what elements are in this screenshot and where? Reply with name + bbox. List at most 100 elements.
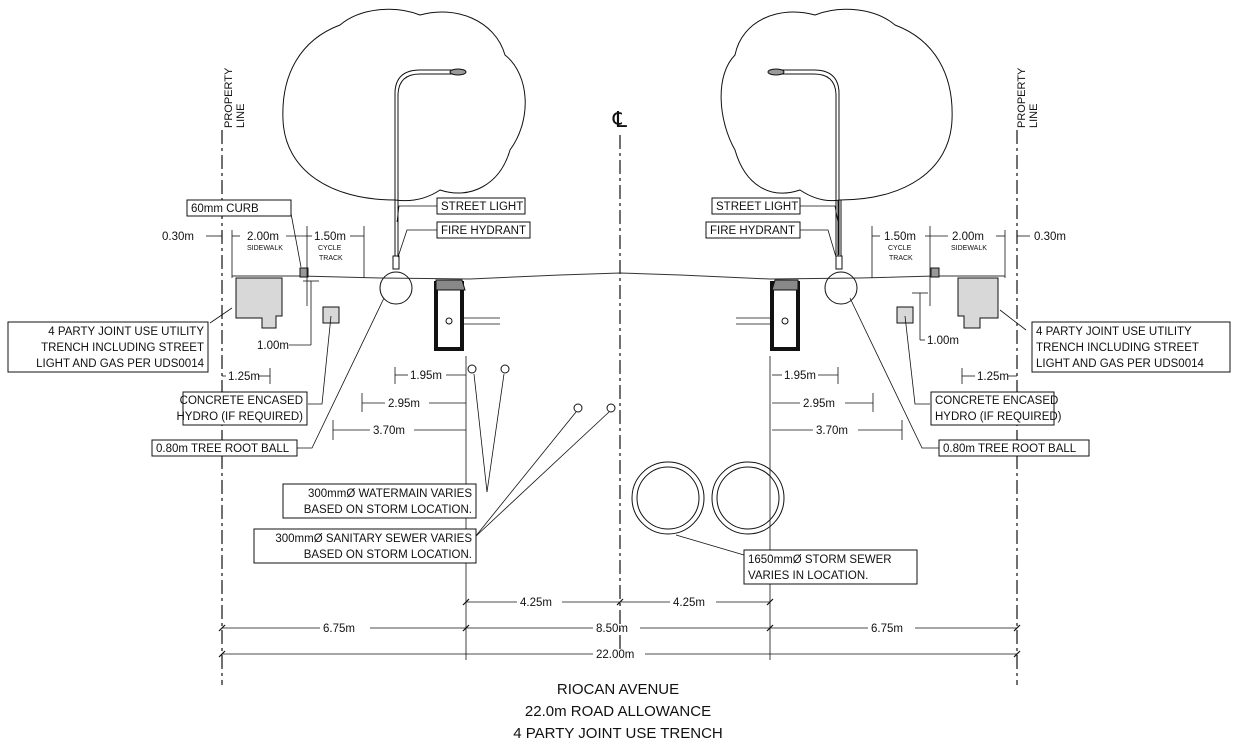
- title-street-name: RIOCAN AVENUE: [557, 681, 679, 698]
- svg-text:STREET LIGHT: STREET LIGHT: [441, 201, 523, 213]
- centerline-symbol: ℄: [612, 107, 628, 132]
- hydro-encasement-left: [322, 306, 340, 324]
- svg-text:0.80m TREE ROOT BALL: 0.80m TREE ROOT BALL: [156, 443, 290, 455]
- svg-text:TRENCH INCLUDING STREET: TRENCH INCLUDING STREET: [41, 342, 204, 354]
- callout-curb: 60mm CURB: [186, 199, 292, 217]
- utility-trench-right: [957, 277, 999, 329]
- svg-text:0.80m TREE ROOT BALL: 0.80m TREE ROOT BALL: [943, 443, 1077, 455]
- svg-text:BASED ON STORM LOCATION.: BASED ON STORM LOCATION.: [304, 549, 472, 561]
- tree-root-ball-right: [824, 271, 858, 305]
- svg-text:PROPERTY: PROPERTY: [223, 67, 235, 128]
- catch-basin-right: [736, 279, 800, 351]
- callout-hydro-left: CONCRETE ENCASED HYDRO (IF REQUIRED): [177, 391, 308, 426]
- svg-text:6.75m: 6.75m: [323, 623, 355, 635]
- svg-text:VARIES IN LOCATION.: VARIES IN LOCATION.: [748, 570, 868, 582]
- svg-text:4 PARTY JOINT USE UTILITY: 4 PARTY JOINT USE UTILITY: [1036, 326, 1192, 338]
- hydro-encasement-right: [896, 306, 914, 324]
- svg-text:0.30m: 0.30m: [1034, 231, 1066, 243]
- svg-text:2.95m: 2.95m: [803, 398, 835, 410]
- svg-text:4 PARTY JOINT USE UTILITY: 4 PARTY JOINT USE UTILITY: [48, 326, 204, 338]
- svg-text:22.00m: 22.00m: [596, 649, 634, 661]
- fire-hydrant-left: [392, 255, 400, 270]
- svg-text:3.70m: 3.70m: [373, 425, 405, 437]
- callout-watermain: 300mmØ WATERMAIN VARIES BASED ON STORM L…: [282, 483, 477, 519]
- storm-sewer-pipe-1: [631, 461, 705, 535]
- svg-text:HYDRO (IF REQUIRED): HYDRO (IF REQUIRED): [177, 411, 304, 423]
- svg-text:LIGHT AND GAS PER UDS0014: LIGHT AND GAS PER UDS0014: [1036, 358, 1204, 370]
- svg-text:FIRE HYDRANT: FIRE HYDRANT: [710, 225, 795, 237]
- tree-root-ball-left: [379, 271, 413, 305]
- svg-text:SIDEWALK: SIDEWALK: [951, 245, 987, 252]
- svg-text:1.50m: 1.50m: [884, 231, 916, 243]
- title-trench-type: 4 PARTY JOINT USE TRENCH: [513, 725, 723, 742]
- callout-street-light-right: STREET LIGHT: [711, 197, 801, 215]
- drawing-title: RIOCAN AVENUE 22.0m ROAD ALLOWANCE 4 PAR…: [513, 681, 723, 742]
- callout-sanitary: 300mmØ SANITARY SEWER VARIES BASED ON ST…: [253, 528, 477, 564]
- svg-text:60mm CURB: 60mm CURB: [191, 203, 259, 215]
- dimension-lines: [206, 226, 1030, 660]
- svg-text:BASED ON STORM LOCATION.: BASED ON STORM LOCATION.: [304, 504, 472, 516]
- svg-text:HYDRO (IF REQUIRED): HYDRO (IF REQUIRED): [935, 411, 1062, 423]
- svg-text:4.25m: 4.25m: [673, 597, 705, 609]
- callout-fire-hydrant-left: FIRE HYDRANT: [436, 221, 531, 239]
- svg-text:2.00m: 2.00m: [952, 231, 984, 243]
- storm-sewer-pipe-2: [711, 461, 785, 535]
- svg-text:1.00m: 1.00m: [257, 340, 289, 352]
- svg-text:LIGHT AND GAS PER UDS0014: LIGHT AND GAS PER UDS0014: [36, 358, 204, 370]
- svg-text:CYCLE: CYCLE: [318, 245, 342, 252]
- svg-text:FIRE HYDRANT: FIRE HYDRANT: [441, 225, 526, 237]
- svg-text:CYCLE: CYCLE: [888, 245, 912, 252]
- svg-text:1.95m: 1.95m: [410, 370, 442, 382]
- svg-text:TRACK: TRACK: [889, 255, 913, 262]
- leader-lines: [209, 205, 1027, 556]
- callout-trench-right: 4 PARTY JOINT USE UTILITY TRENCH INCLUDI…: [1031, 321, 1231, 373]
- curb-right: [930, 267, 940, 278]
- svg-text:STREET LIGHT: STREET LIGHT: [716, 201, 798, 213]
- utility-trench-left: [235, 277, 283, 329]
- svg-text:300mmØ WATERMAIN VARIES: 300mmØ WATERMAIN VARIES: [308, 488, 472, 500]
- svg-text:1.50m: 1.50m: [314, 231, 346, 243]
- svg-text:8.50m: 8.50m: [596, 623, 628, 635]
- svg-text:1650mmØ STORM SEWER: 1650mmØ STORM SEWER: [748, 554, 892, 566]
- svg-text:CONCRETE ENCASED: CONCRETE ENCASED: [935, 395, 1058, 407]
- property-line-label-right: PROPERTY LINE: [1016, 67, 1040, 128]
- street-light-right: [767, 68, 840, 255]
- svg-text:3.70m: 3.70m: [816, 425, 848, 437]
- svg-text:LINE: LINE: [1028, 104, 1040, 128]
- callout-root-ball-right: 0.80m TREE ROOT BALL: [938, 439, 1090, 457]
- callout-hydro-right: CONCRETE ENCASED HYDRO (IF REQUIRED): [930, 391, 1062, 426]
- svg-text:1.25m: 1.25m: [228, 371, 260, 383]
- svg-text:0.30m: 0.30m: [162, 231, 194, 243]
- svg-text:2.00m: 2.00m: [247, 231, 279, 243]
- callout-fire-hydrant-right: FIRE HYDRANT: [705, 221, 801, 239]
- svg-text:2.95m: 2.95m: [388, 398, 420, 410]
- callout-trench-left: 4 PARTY JOINT USE UTILITY TRENCH INCLUDI…: [7, 321, 209, 373]
- curb-left: [299, 267, 309, 278]
- svg-text:1.95m: 1.95m: [784, 370, 816, 382]
- sanitary-pipe-2: [606, 403, 616, 413]
- watermain-pipe-1: [467, 364, 477, 374]
- sanitary-pipe-1: [573, 403, 583, 413]
- svg-text:TRACK: TRACK: [319, 255, 343, 262]
- dimension-labels: 0.30m 2.00m SIDEWALK 1.50m CYCLE TRACK 0…: [162, 231, 1066, 661]
- property-line-label-left: PROPERTY LINE: [223, 67, 247, 128]
- svg-text:1.00m: 1.00m: [927, 335, 959, 347]
- finished-grade-line: [232, 272, 1005, 280]
- title-road-allowance: 22.0m ROAD ALLOWANCE: [525, 703, 711, 720]
- svg-text:PROPERTY: PROPERTY: [1016, 67, 1028, 128]
- callout-storm: 1650mmØ STORM SEWER VARIES IN LOCATION.: [743, 549, 918, 585]
- svg-text:TRENCH INCLUDING STREET: TRENCH INCLUDING STREET: [1036, 342, 1199, 354]
- svg-text:CONCRETE ENCASED: CONCRETE ENCASED: [180, 395, 303, 407]
- watermain-pipe-2: [500, 364, 510, 374]
- svg-text:300mmØ SANITARY SEWER VARIES: 300mmØ SANITARY SEWER VARIES: [275, 533, 472, 545]
- callout-root-ball-left: 0.80m TREE ROOT BALL: [151, 439, 298, 457]
- svg-text:1.25m: 1.25m: [977, 371, 1009, 383]
- street-light-left: [394, 68, 467, 255]
- svg-text:6.75m: 6.75m: [871, 623, 903, 635]
- fire-hydrant-right: [835, 255, 843, 270]
- svg-text:LINE: LINE: [235, 104, 247, 128]
- callout-street-light-left: STREET LIGHT: [436, 197, 526, 215]
- svg-text:4.25m: 4.25m: [520, 597, 552, 609]
- svg-text:SIDEWALK: SIDEWALK: [247, 245, 283, 252]
